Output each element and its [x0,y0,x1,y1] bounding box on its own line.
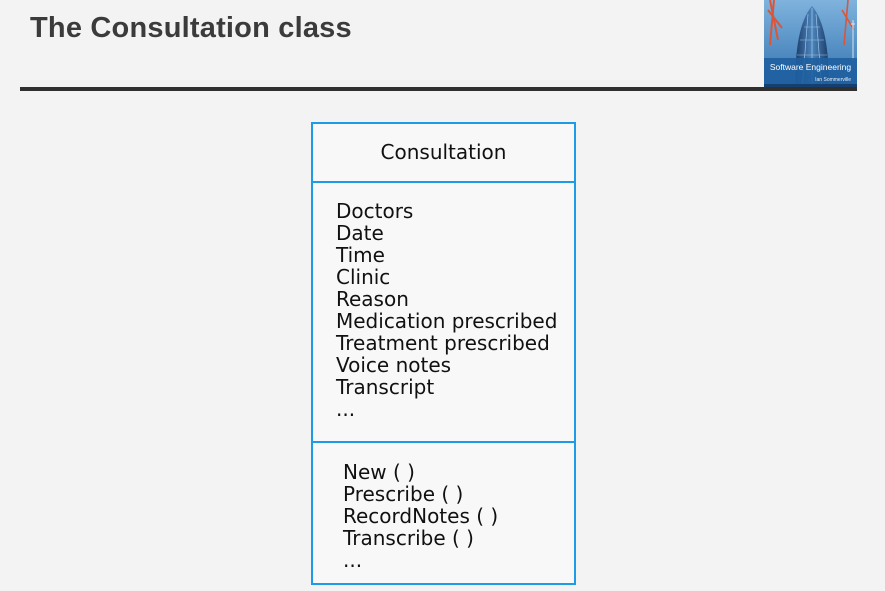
uml-class-box: Consultation Doctors Date Time Clinic Re… [311,122,576,585]
uml-attribute-ellipsis: ... [336,397,356,421]
uml-attribute: Time [336,243,385,267]
uml-attribute: Doctors [336,199,414,223]
uml-attribute: Date [336,221,384,245]
uml-operations-compartment: New ( ) Prescribe ( ) RecordNotes ( ) Tr… [313,443,574,583]
title-divider [20,87,857,91]
uml-operations-list: New ( ) Prescribe ( ) RecordNotes ( ) Tr… [343,461,498,571]
book-cover-art [764,0,857,90]
uml-operation: Transcribe ( ) [343,526,474,550]
uml-attribute: Voice notes [336,353,452,377]
book-title: Software Engineering [769,62,852,72]
uml-operation: RecordNotes ( ) [343,504,499,528]
uml-attributes-compartment: Doctors Date Time Clinic Reason Medicati… [313,183,574,443]
book-cover-image: Software Engineering Ian Sommerville [764,0,857,90]
slide-title: The Consultation class [30,12,352,44]
uml-attribute: Clinic [336,265,391,289]
uml-attribute: Treatment prescribed [336,331,550,355]
uml-attribute: Medication prescribed [336,309,558,333]
uml-operation-ellipsis: ... [343,548,363,572]
uml-attributes-list: Doctors Date Time Clinic Reason Medicati… [336,200,557,420]
uml-operation: New ( ) [343,460,415,484]
uml-attribute: Transcript [336,375,435,399]
uml-attribute: Reason [336,287,409,311]
book-author: Ian Sommerville [815,77,851,83]
uml-class-name: Consultation [313,124,574,183]
uml-operation: Prescribe ( ) [343,482,464,506]
